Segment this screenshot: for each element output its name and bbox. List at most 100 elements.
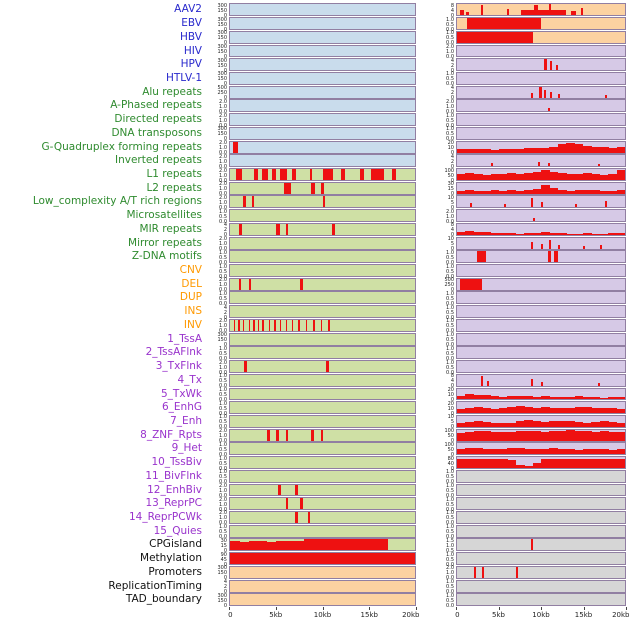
y-tick-label: 1.0 <box>219 145 227 152</box>
signal-area-column <box>541 396 550 400</box>
y-tick-label: 40 <box>447 460 454 467</box>
signal-area-column <box>616 432 625 441</box>
column-gap <box>416 442 444 455</box>
signal-bar <box>285 223 289 235</box>
signal-area-column <box>574 421 584 427</box>
track-panel-right <box>456 360 626 374</box>
signal-bar <box>598 383 601 386</box>
signal-bar <box>309 169 313 180</box>
signal-area-column <box>599 190 609 194</box>
y-tick-label: 10 <box>447 194 454 201</box>
signal-area-column <box>473 406 483 414</box>
track-panel-left <box>229 524 416 538</box>
y-tick-label: 2.0 <box>219 359 227 366</box>
column-gap <box>416 237 444 250</box>
y-tick-label: 0.5 <box>446 254 454 261</box>
y-tick-label: 0 <box>223 136 227 143</box>
signal-area-column <box>499 149 508 153</box>
y-tick-label: 0.5 <box>446 131 454 138</box>
y-tick-label: 1.0 <box>446 579 454 586</box>
track-panel-left <box>229 483 416 497</box>
y-tick-label: 300 <box>217 126 227 133</box>
y-tick-label: 0.0 <box>219 383 227 390</box>
track-panel-right <box>456 510 626 524</box>
y-tick-label: 1.0 <box>219 117 227 124</box>
y-tick-label: 150 <box>217 21 227 28</box>
column-gap <box>416 415 444 428</box>
signal-area-column <box>490 174 500 180</box>
track-panel-left <box>229 428 416 442</box>
signal-bar <box>480 375 484 386</box>
signal-area-column <box>549 421 559 427</box>
track-panel-right <box>456 373 626 387</box>
signal-bar <box>547 107 550 112</box>
y-tick-label: 10 <box>447 414 454 421</box>
y-tick-label: 0.0 <box>219 479 227 486</box>
track-label: Mirror repeats <box>128 236 202 249</box>
signal-area-column <box>490 190 500 194</box>
y-tick-label: 2.0 <box>219 167 227 174</box>
y-tick-label: 1.0 <box>219 345 227 352</box>
signal-bar <box>279 319 282 331</box>
track-label: G-Quadruplex forming repeats <box>41 140 202 153</box>
track-panel-left <box>229 264 416 277</box>
track-panel-right <box>456 277 626 291</box>
track-panel-left <box>229 387 416 401</box>
y-tick-label: 0 <box>223 547 227 554</box>
signal-area-column <box>482 431 491 441</box>
column-gap <box>416 127 444 140</box>
track-panel-left <box>229 456 416 470</box>
y-tick-label: 0.0 <box>219 204 227 211</box>
signal-area-column <box>507 148 517 153</box>
signal-area-column <box>473 394 483 400</box>
y-tick-label: 100 <box>444 441 454 448</box>
y-tick-label: 2.0 <box>219 428 227 435</box>
track-panel-right <box>456 181 626 195</box>
signal-area-column <box>473 231 483 235</box>
y-tick-label: 0.0 <box>446 54 454 61</box>
signal-area-column <box>541 184 550 194</box>
column-gap <box>416 456 444 469</box>
signal-area-column <box>457 396 466 400</box>
track-panel-right <box>456 58 626 72</box>
y-tick-label: 0.5 <box>219 460 227 467</box>
track-panel-left <box>229 222 416 236</box>
signal-area-column <box>473 430 483 441</box>
y-tick-label: 0.0 <box>446 122 454 129</box>
signal-bar <box>274 319 276 331</box>
signal-area-column <box>482 395 491 400</box>
column-gap <box>416 278 444 291</box>
y-tick-label: 0.0 <box>219 108 227 115</box>
column-gap <box>416 195 444 208</box>
track-label: 1_TssA <box>167 332 202 345</box>
x-tick-mark <box>229 606 230 610</box>
signal-bar <box>466 12 469 16</box>
y-tick-label: 0.0 <box>446 520 454 527</box>
y-tick-label: 300 <box>217 16 227 23</box>
y-tick-label: 100 <box>444 167 454 174</box>
x-tick-label: 0 <box>228 610 233 619</box>
signal-bar <box>254 169 258 180</box>
track-label: 15_Quies <box>153 524 202 537</box>
signal-area-column <box>566 449 575 455</box>
y-tick-label: 1.0 <box>446 16 454 23</box>
y-tick-label: 1.0 <box>446 483 454 490</box>
